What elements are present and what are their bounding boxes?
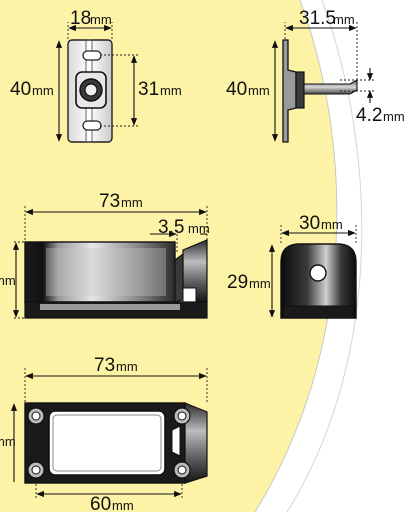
label-thickness: 4.2 (356, 105, 382, 126)
label-bracket-width: 18 (70, 8, 91, 29)
body-end-hole (309, 264, 327, 282)
unit-bracket-height: mm (32, 83, 54, 98)
unit-thickness: mm (383, 109, 405, 124)
body-top-hole-br (173, 461, 191, 479)
bracket-slot-top (82, 50, 102, 61)
body-top-bracket (184, 402, 208, 484)
body-top-window-inner (52, 414, 162, 472)
unit-slot-pitch: mm (160, 83, 182, 98)
unit-end-height: mm (249, 276, 271, 291)
body-top-hole-bl (27, 461, 45, 479)
body-side-highlight (46, 248, 166, 296)
label-step: 3.5 (158, 217, 184, 238)
body-side-step (174, 252, 184, 303)
body-side-view: 73 mm 3.5 mm mm (0, 191, 210, 319)
body-side-base-stripe (40, 304, 180, 310)
body-top-hole-tr (173, 407, 191, 425)
label-hole-pitch: 60 (90, 494, 111, 512)
unit-side-height: mm (248, 83, 270, 98)
body-top-view: 73 mm 60 mm mm (0, 355, 208, 512)
unit-bracket-width: mm (90, 12, 112, 27)
label-body-length: 73 (99, 191, 120, 212)
unit-body-height: mm (0, 273, 16, 288)
body-top-hole-tl (27, 407, 45, 425)
unit-step: mm (188, 221, 210, 236)
label-end-height: 29 (227, 272, 248, 293)
bracket-side-boss (295, 71, 305, 109)
label-slot-pitch: 31 (138, 79, 159, 100)
label-side-height: 40 (226, 79, 247, 100)
body-top-notch (171, 425, 181, 457)
label-end-width: 30 (299, 213, 320, 234)
bracket-slot-bottom (82, 120, 102, 131)
label-top-length: 73 (94, 355, 115, 376)
label-bracket-height: 40 (10, 79, 31, 100)
background-arc-inner (286, 0, 363, 512)
unit-hole-pitch: mm (112, 498, 134, 512)
unit-body-length: mm (121, 195, 143, 210)
bracket-side-view: 31.5 mm 40 mm 4.2 mm (226, 8, 405, 143)
unit-end-width: mm (321, 217, 343, 232)
unit-top-length: mm (116, 359, 138, 374)
body-side-box (24, 241, 176, 303)
label-bracket-depth: 31.5 (299, 8, 336, 29)
bracket-boss-hole (84, 83, 98, 97)
body-end-base (283, 305, 354, 319)
body-top-window (48, 410, 166, 476)
bracket-side-rod (303, 79, 358, 95)
unit-bracket-depth: mm (333, 12, 355, 27)
bracket-front-view: 18 mm 40 mm 31 mm (10, 8, 182, 143)
unit-top-width: mm (0, 434, 16, 449)
body-end-view: 30 mm 29 mm (227, 213, 357, 319)
body-side-notch (182, 287, 197, 303)
